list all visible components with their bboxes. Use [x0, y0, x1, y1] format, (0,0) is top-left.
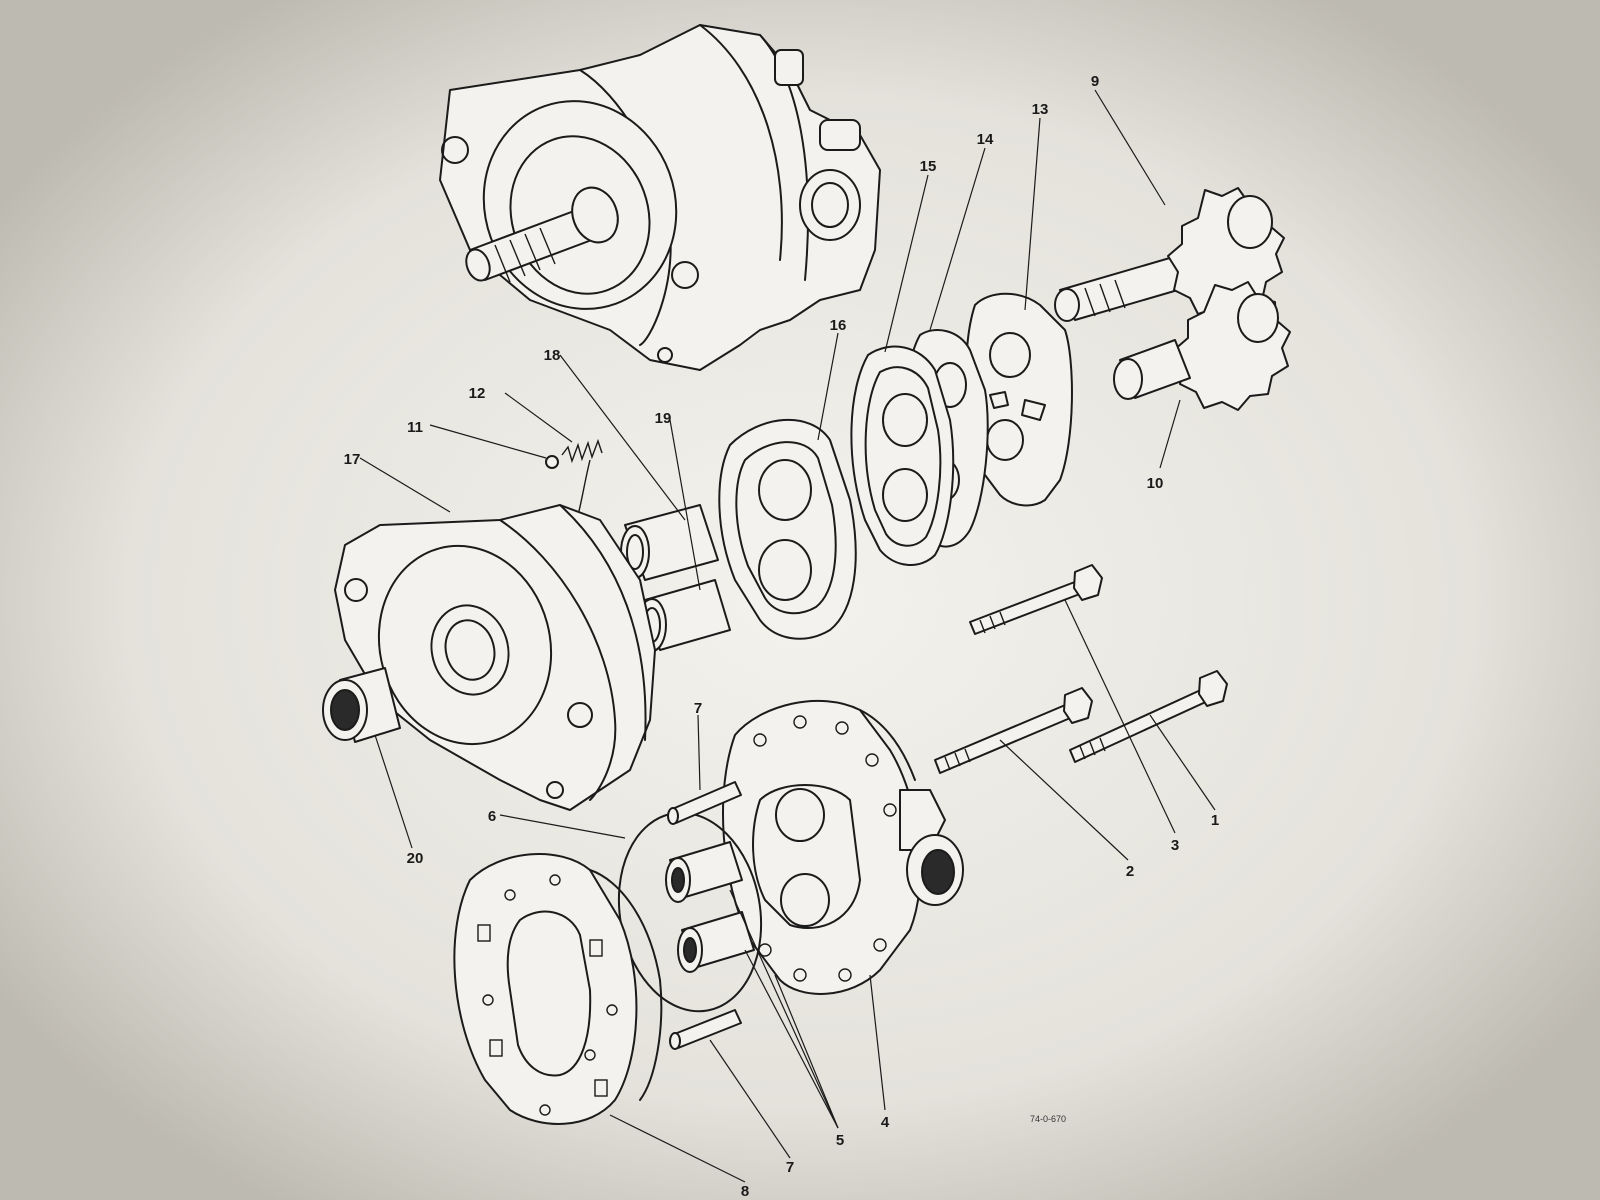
callout-6: 6 [488, 808, 496, 825]
callout-4: 4 [881, 1114, 890, 1131]
callout-14: 14 [977, 131, 994, 148]
callout-15: 15 [920, 158, 937, 175]
callout-5: 5 [836, 1132, 844, 1149]
callout-1: 1 [1211, 812, 1219, 829]
callout-8: 8 [741, 1183, 749, 1200]
callout-7-lower: 7 [786, 1159, 794, 1176]
oring-bushings-pins [617, 781, 763, 1050]
gasket-16 [718, 419, 857, 640]
callout-7-upper: 7 [694, 700, 702, 717]
callout-20: 20 [407, 850, 424, 867]
leader-lines [359, 89, 1216, 1183]
callout-13: 13 [1032, 101, 1049, 118]
assembled-pump [439, 24, 881, 371]
callout-labels: 1 2 3 4 5 6 7 7 8 9 10 11 12 13 14 15 16… [344, 73, 1220, 1200]
bolts-1-2-3 [934, 564, 1228, 774]
callout-16: 16 [830, 317, 847, 334]
callout-9: 9 [1091, 73, 1099, 90]
flange-8 [453, 853, 663, 1125]
callout-12: 12 [469, 385, 486, 402]
callout-17: 17 [344, 451, 361, 468]
gear-shaft-assembly [1054, 187, 1291, 411]
seal-15 [850, 345, 955, 567]
callout-3: 3 [1171, 837, 1179, 854]
callout-11: 11 [407, 419, 423, 436]
callout-18: 18 [544, 347, 561, 364]
figure-code: 74-0-670 [1030, 1114, 1066, 1124]
rear-body-4 [722, 699, 964, 995]
callout-10: 10 [1147, 475, 1164, 492]
callout-2: 2 [1126, 863, 1134, 880]
housing-17 [334, 504, 656, 811]
seal-ring-20 [322, 667, 401, 743]
callout-19: 19 [655, 410, 672, 427]
